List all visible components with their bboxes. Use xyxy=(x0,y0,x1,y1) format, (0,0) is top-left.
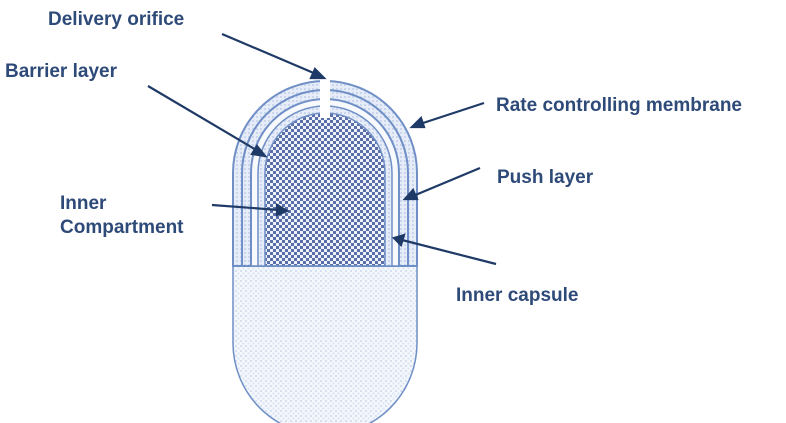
label-inner-compartment-line2: Compartment xyxy=(60,217,184,238)
arrow-inner-compartment xyxy=(211,203,280,212)
label-inner-compartment-line1: Inner xyxy=(60,193,107,214)
pointer-arrows xyxy=(147,32,497,266)
label-inner-compartment: Inner Compartment xyxy=(60,192,184,240)
label-rate-controlling-membrane: Rate controlling membrane xyxy=(496,95,742,116)
label-inner-capsule: Inner capsule xyxy=(456,285,579,306)
label-delivery-orifice: Delivery orifice xyxy=(48,9,185,30)
arrow-push-layer xyxy=(412,166,481,198)
label-push-layer: Push layer xyxy=(497,167,594,188)
arrow-rate-membrane xyxy=(419,101,485,126)
arrow-delivery-orifice xyxy=(221,32,317,76)
arrow-barrier-layer xyxy=(147,85,259,152)
lower-capsule-body xyxy=(232,265,418,423)
inner-compartment-shape xyxy=(264,112,386,267)
delivery-orifice-gap xyxy=(320,78,330,118)
label-barrier-layer: Barrier layer xyxy=(5,61,117,82)
arrow-inner-capsule xyxy=(401,238,497,266)
